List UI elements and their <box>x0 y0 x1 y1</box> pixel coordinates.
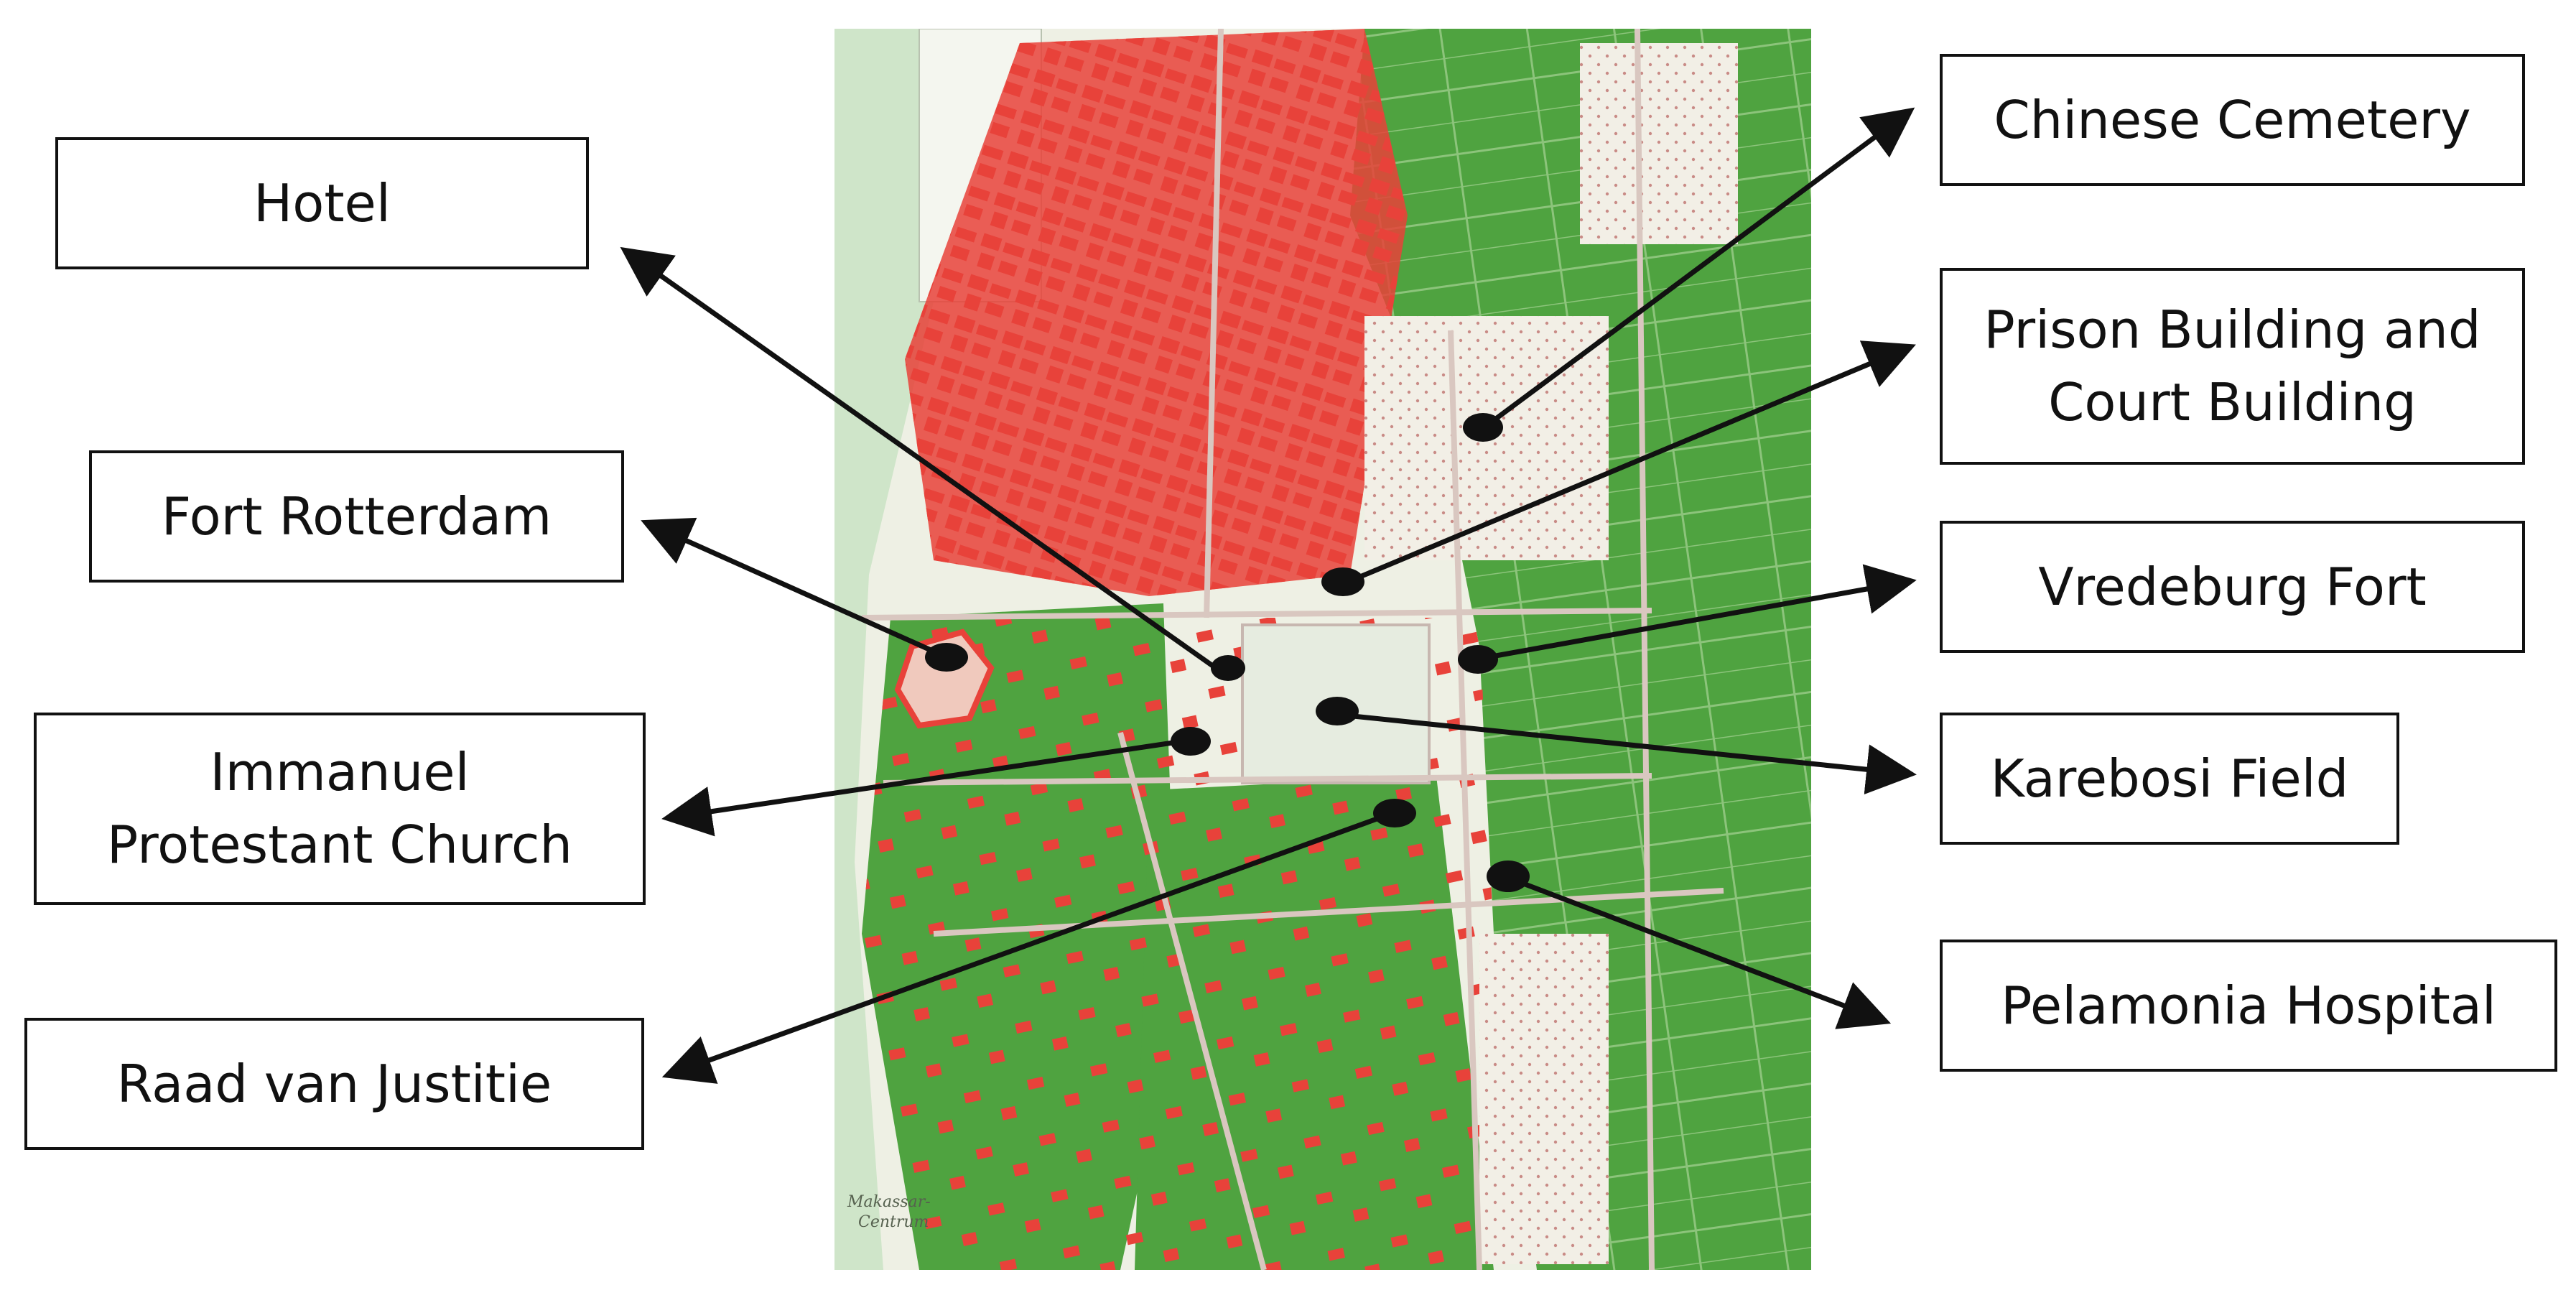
label-chinese-cemetery-text: Chinese Cemetery <box>1994 89 2471 150</box>
southeast-dots <box>1479 934 1609 1264</box>
label-pelamonia-hospital: Pelamonia Hospital <box>1940 940 2557 1072</box>
marker-chinese-cemetery <box>1463 413 1503 442</box>
label-karebosi-field: Karebosi Field <box>1940 713 2399 845</box>
label-prison-court: Prison Building and Court Building <box>1940 268 2525 465</box>
label-fort-rotterdam-text: Fort Rotterdam <box>161 486 552 547</box>
arrow-karebosi-field <box>1339 712 1917 795</box>
arrow-vredeburg-fort <box>1475 564 1917 662</box>
marker-fort-rotterdam <box>925 643 968 672</box>
arrow-fort-rotterdam <box>641 517 953 662</box>
label-fort-rotterdam: Fort Rotterdam <box>89 450 624 583</box>
arrow-prison-court <box>1338 340 1916 588</box>
callout-arrows <box>620 107 1917 1084</box>
label-immanuel-line-1: Immanuel <box>210 742 470 803</box>
arrow-immanuel-church <box>661 737 1193 837</box>
label-immanuel-line-2: Protestant Church <box>106 815 573 875</box>
north-cemetery-dots <box>1580 43 1738 244</box>
marker-prison-court <box>1321 567 1364 596</box>
arrow-chinese-cemetery <box>1477 107 1915 433</box>
building-grid <box>905 29 1408 596</box>
marker-immanuel-church <box>1171 727 1211 756</box>
label-raad-van-justitie: Raad van Justitie <box>24 1018 644 1150</box>
main-roads <box>861 29 1724 1270</box>
marker-pelamonia-hospital <box>1487 861 1530 892</box>
arrow-hotel <box>620 246 1223 674</box>
label-chinese-cemetery: Chinese Cemetery <box>1940 54 2525 186</box>
marker-karebosi-field <box>1316 697 1359 725</box>
marker-hotel <box>1211 655 1245 681</box>
marker-vredeburg-fort <box>1458 645 1498 674</box>
label-pelamonia-hospital-text: Pelamonia Hospital <box>2001 975 2496 1036</box>
label-hotel: Hotel <box>55 137 589 269</box>
label-prison-court-line-1: Prison Building and <box>1984 300 2481 361</box>
arrow-raad-van-justitie <box>661 809 1398 1084</box>
label-immanuel-church: Immanuel Protestant Church <box>34 713 646 905</box>
label-prison-court-line-2: Court Building <box>2048 372 2417 432</box>
label-raad-van-justitie-text: Raad van Justitie <box>116 1053 552 1114</box>
label-vredeburg-fort-text: Vredeburg Fort <box>2038 556 2427 617</box>
label-vredeburg-fort: Vredeburg Fort <box>1940 521 2525 653</box>
location-markers <box>925 413 1530 892</box>
map-caption-line-2: Centrum <box>858 1213 929 1231</box>
sea-area <box>834 29 1005 1270</box>
map-caption-line-1: Makassar- <box>847 1193 931 1211</box>
label-hotel-text: Hotel <box>254 172 391 233</box>
city-map: Makassar- Centrum <box>834 29 1811 1270</box>
marker-raad-van-justitie <box>1373 799 1416 827</box>
label-karebosi-field-text: Karebosi Field <box>1990 748 2349 809</box>
arrow-pelamonia-hospital <box>1507 875 1892 1029</box>
